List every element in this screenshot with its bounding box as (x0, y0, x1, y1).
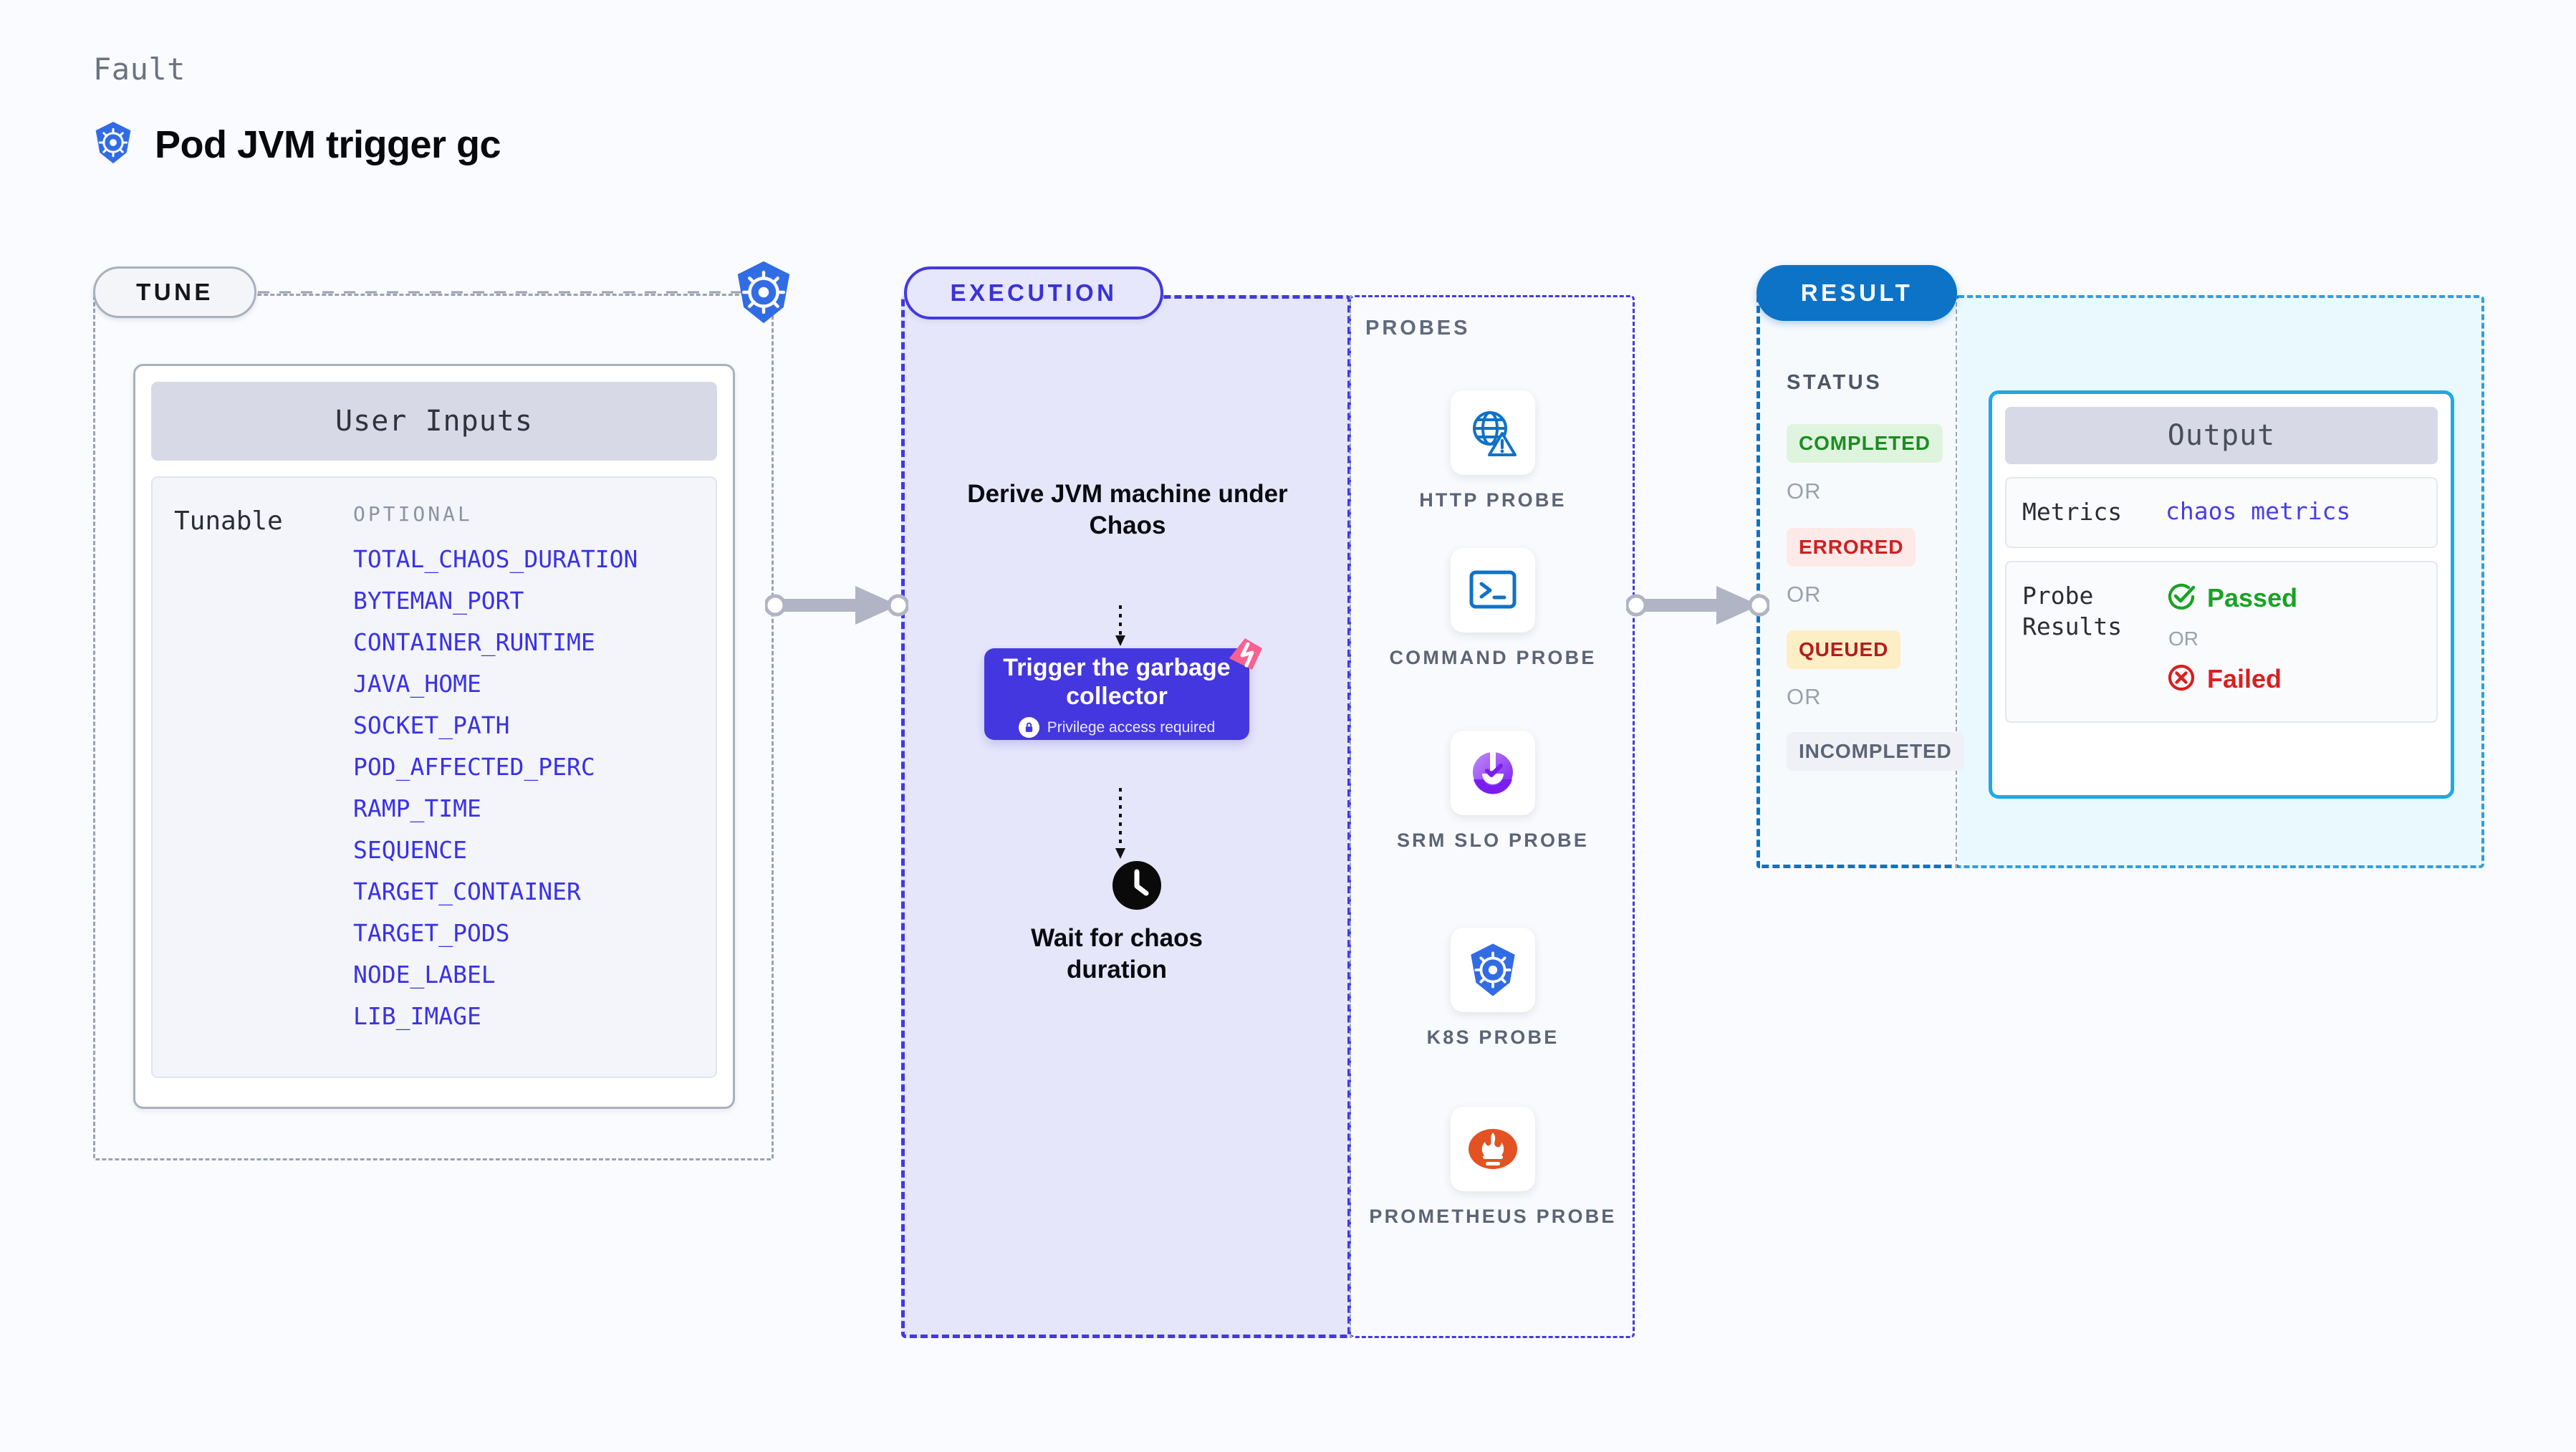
tunable-item[interactable]: JAVA_HOME (353, 670, 481, 698)
probe-prometheus[interactable]: PROMETHEUS PROBE (1351, 1107, 1635, 1230)
output-title: Output (2005, 407, 2438, 464)
probe-srm-slo[interactable]: SRM SLO PROBE (1351, 731, 1635, 854)
tune-pill[interactable]: TUNE (93, 266, 256, 318)
status-title: STATUS (1787, 371, 1883, 394)
tunable-item[interactable]: NODE_LABEL (353, 961, 496, 989)
tunable-item[interactable]: TARGET_CONTAINER (353, 878, 581, 905)
probe-result-failed: Failed (2166, 662, 2297, 697)
status-or: OR (1787, 582, 1822, 607)
output-probe-results-row: Probe Results Passed OR (2005, 560, 2438, 723)
wait-chaos-label: Wait for chaos duration (1031, 924, 1203, 984)
probe-result-passed: Passed (2166, 581, 2297, 616)
result-pill[interactable]: RESULT (1756, 265, 1957, 321)
srm-slo-icon (1451, 731, 1535, 815)
probe-results-key: Probe Results (2022, 581, 2123, 640)
probes-title: PROBES (1365, 317, 1471, 340)
derive-to-trigger-arrow (1115, 605, 1125, 646)
probe-command[interactable]: COMMAND PROBE (1351, 548, 1635, 671)
tune-kubernetes-badge-icon (731, 259, 797, 325)
user-inputs-body: Tunable OPTIONAL TOTAL_CHAOS_DURATION BY… (151, 476, 717, 1078)
tunable-item[interactable]: BYTEMAN_PORT (353, 587, 524, 615)
tunable-list: OPTIONAL TOTAL_CHAOS_DURATION BYTEMAN_PO… (353, 502, 694, 1052)
passed-label: Passed (2207, 583, 2298, 613)
probe-label: PROMETHEUS PROBE (1369, 1206, 1617, 1227)
clock-icon (1111, 860, 1163, 911)
probes-panel-left-edge (1350, 295, 1352, 1338)
metrics-key: Metrics (2022, 498, 2123, 526)
kubernetes-icon (1451, 928, 1535, 1012)
derive-jvm-label: Derive JVM machine under Chaos (967, 480, 1288, 539)
tunable-item[interactable]: SOCKET_PATH (353, 711, 510, 739)
privilege-notice: Privilege access required (1018, 717, 1216, 739)
privilege-text: Privilege access required (1047, 718, 1216, 736)
tune-panel (93, 294, 774, 1160)
user-inputs-card: User Inputs Tunable OPTIONAL TOTAL_CHAOS… (133, 364, 735, 1109)
probe-http[interactable]: HTTP PROBE (1351, 390, 1635, 514)
trigger-gc-title: Trigger the garbage collector (1003, 653, 1231, 710)
trigger-gc-card[interactable]: Trigger the garbage collector Privilege … (984, 648, 1249, 740)
tunable-label: Tunable (174, 506, 283, 536)
probe-label: K8S PROBE (1426, 1027, 1559, 1048)
metrics-value[interactable]: chaos metrics (2166, 497, 2351, 525)
tune-badge-connector (258, 291, 752, 294)
tunable-item[interactable]: LIB_IMAGE (353, 1002, 481, 1030)
probe-result-or: OR (2168, 627, 2198, 650)
chaos-fault-icon (1224, 634, 1268, 674)
probe-label: SRM SLO PROBE (1396, 830, 1590, 851)
kubernetes-icon (92, 120, 135, 168)
tunable-item[interactable]: CONTAINER_RUNTIME (353, 628, 595, 656)
probes-to-result-arrow (1626, 586, 1769, 625)
probe-label: COMMAND PROBE (1389, 647, 1597, 668)
tunable-item[interactable]: SEQUENCE (353, 836, 467, 864)
check-circle-icon (2166, 581, 2197, 616)
lock-icon (1018, 717, 1039, 739)
page-kicker: Fault (93, 52, 186, 87)
page-title: Pod JVM trigger gc (155, 122, 501, 166)
status-panel-right-edge (1956, 295, 1957, 868)
optional-label: OPTIONAL (353, 502, 473, 526)
status-badge-completed: COMPLETED (1787, 424, 1943, 463)
status-badge-incompleted: INCOMPLETED (1787, 732, 1964, 771)
tunable-item[interactable]: TARGET_PODS (353, 919, 510, 947)
execution-panel (901, 295, 1351, 1338)
failed-label: Failed (2207, 664, 2282, 694)
tune-to-execution-arrow (765, 586, 908, 625)
status-or: OR (1787, 684, 1822, 709)
x-circle-icon (2166, 662, 2197, 697)
status-badge-errored: ERRORED (1787, 528, 1916, 567)
globe-warning-icon (1451, 390, 1535, 475)
prometheus-icon (1451, 1107, 1535, 1191)
status-or: OR (1787, 479, 1822, 504)
page-title-row: Pod JVM trigger gc (92, 120, 501, 168)
tunable-item[interactable]: RAMP_TIME (353, 794, 481, 822)
status-badge-queued: QUEUED (1787, 630, 1901, 669)
tunable-item[interactable]: POD_AFFECTED_PERC (353, 753, 595, 781)
output-metrics-row: Metrics chaos metrics (2005, 477, 2438, 548)
output-card: Output Metrics chaos metrics Probe Resul… (1989, 390, 2454, 799)
terminal-icon (1451, 548, 1535, 633)
execution-pill[interactable]: EXECUTION (904, 266, 1163, 319)
result-status-panel (1756, 295, 1959, 868)
probe-label: HTTP PROBE (1419, 489, 1567, 511)
probe-results-values: Passed OR Failed (2166, 581, 2297, 697)
tunable-item[interactable]: TOTAL_CHAOS_DURATION (353, 545, 638, 573)
trigger-to-wait-arrow (1115, 788, 1125, 859)
user-inputs-title: User Inputs (151, 382, 717, 461)
probe-k8s[interactable]: K8S PROBE (1351, 928, 1635, 1051)
